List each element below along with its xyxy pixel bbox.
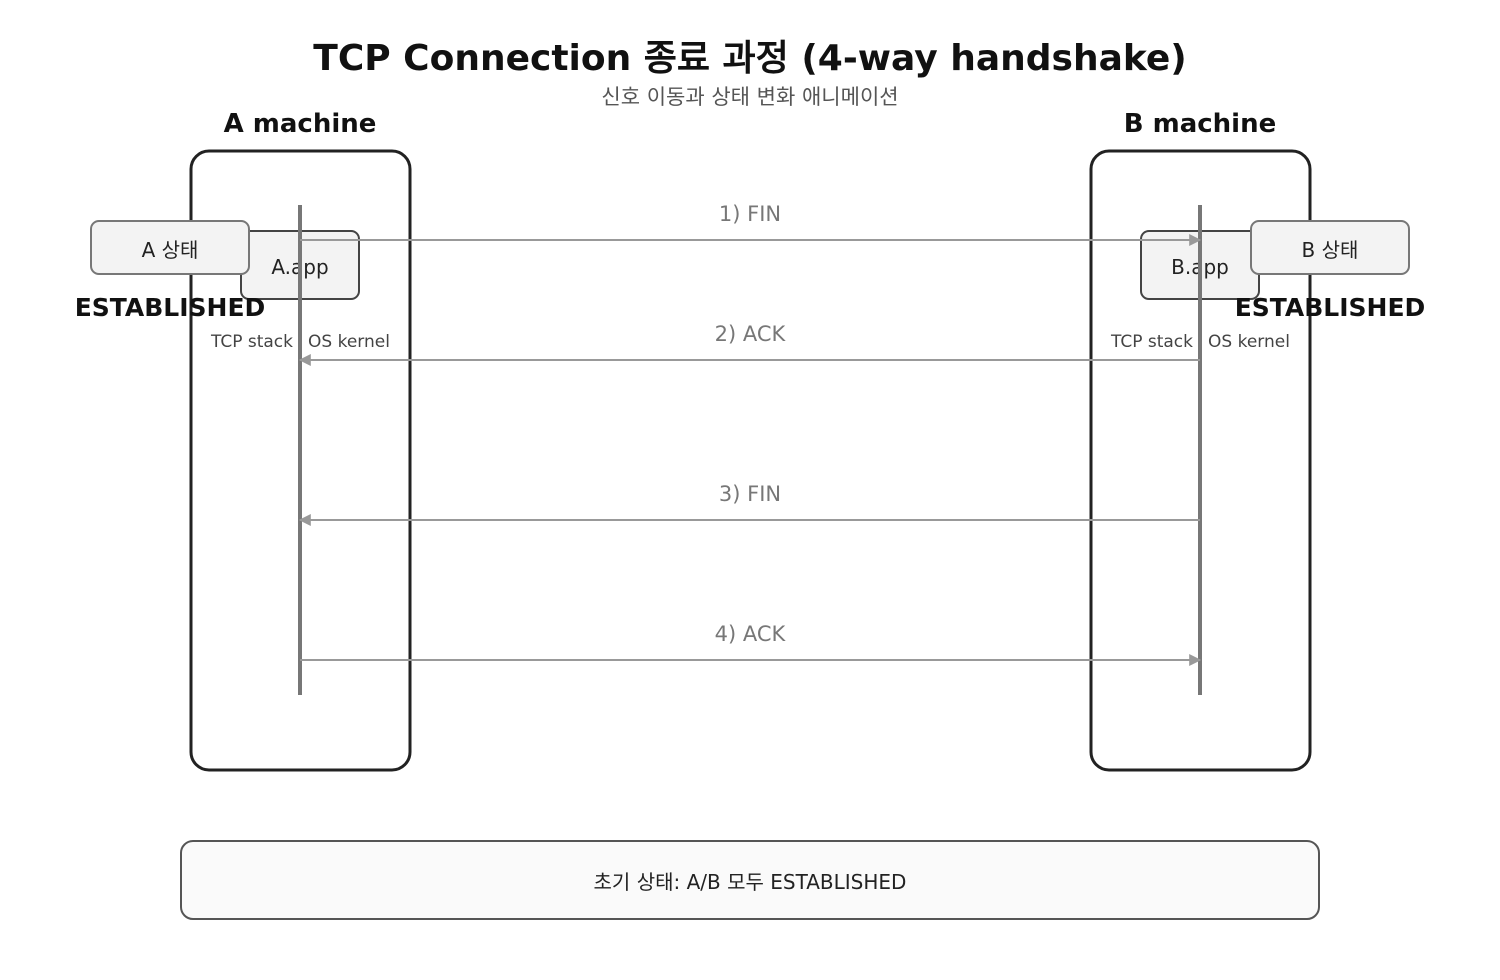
a-state-box	[90, 220, 250, 275]
message-3: 3) FIN	[298, 482, 1200, 526]
machine-b-box	[1089, 149, 1312, 772]
status-panel: 초기 상태: A/B 모두 ESTABLISHED	[180, 840, 1320, 920]
message-2: 2) ACK	[298, 322, 1200, 366]
diagram-subtitle: 신호 이동과 상태 변화 애니메이션	[601, 85, 898, 109]
machine-b-label: B machine	[1124, 109, 1276, 139]
message-4-label: 4) ACK	[715, 622, 787, 646]
b-state-value: ESTABLISHED	[1235, 293, 1426, 322]
message-1: 1) FIN	[300, 202, 1202, 246]
b-state-box	[1250, 220, 1410, 275]
a-os-kernel-label: OS kernel	[308, 332, 390, 352]
machine-a-label: A machine	[224, 109, 377, 139]
a-tcp-stack-label: TCP stack	[210, 332, 293, 352]
b-tcp-stack-label: TCP stack	[1110, 332, 1193, 352]
status-panel-text: 초기 상태: A/B 모두 ESTABLISHED	[594, 870, 907, 894]
diagram-title: TCP Connection 종료 과정 (4-way handshake)	[313, 38, 1186, 79]
b-state-label: B 상태	[1302, 238, 1359, 262]
a-state-value: ESTABLISHED	[75, 293, 266, 322]
message-1-label: 1) FIN	[719, 202, 781, 226]
a-state-node: A 상태	[90, 220, 250, 275]
status-panel-box	[180, 840, 1320, 920]
message-2-label: 2) ACK	[715, 322, 787, 346]
b-os-kernel-label: OS kernel	[1208, 332, 1290, 352]
machine-a-box	[189, 149, 412, 772]
b-state-node: B 상태	[1250, 220, 1410, 275]
message-4: 4) ACK	[300, 622, 1202, 666]
a-state-label: A 상태	[142, 238, 199, 262]
message-3-label: 3) FIN	[719, 482, 781, 506]
